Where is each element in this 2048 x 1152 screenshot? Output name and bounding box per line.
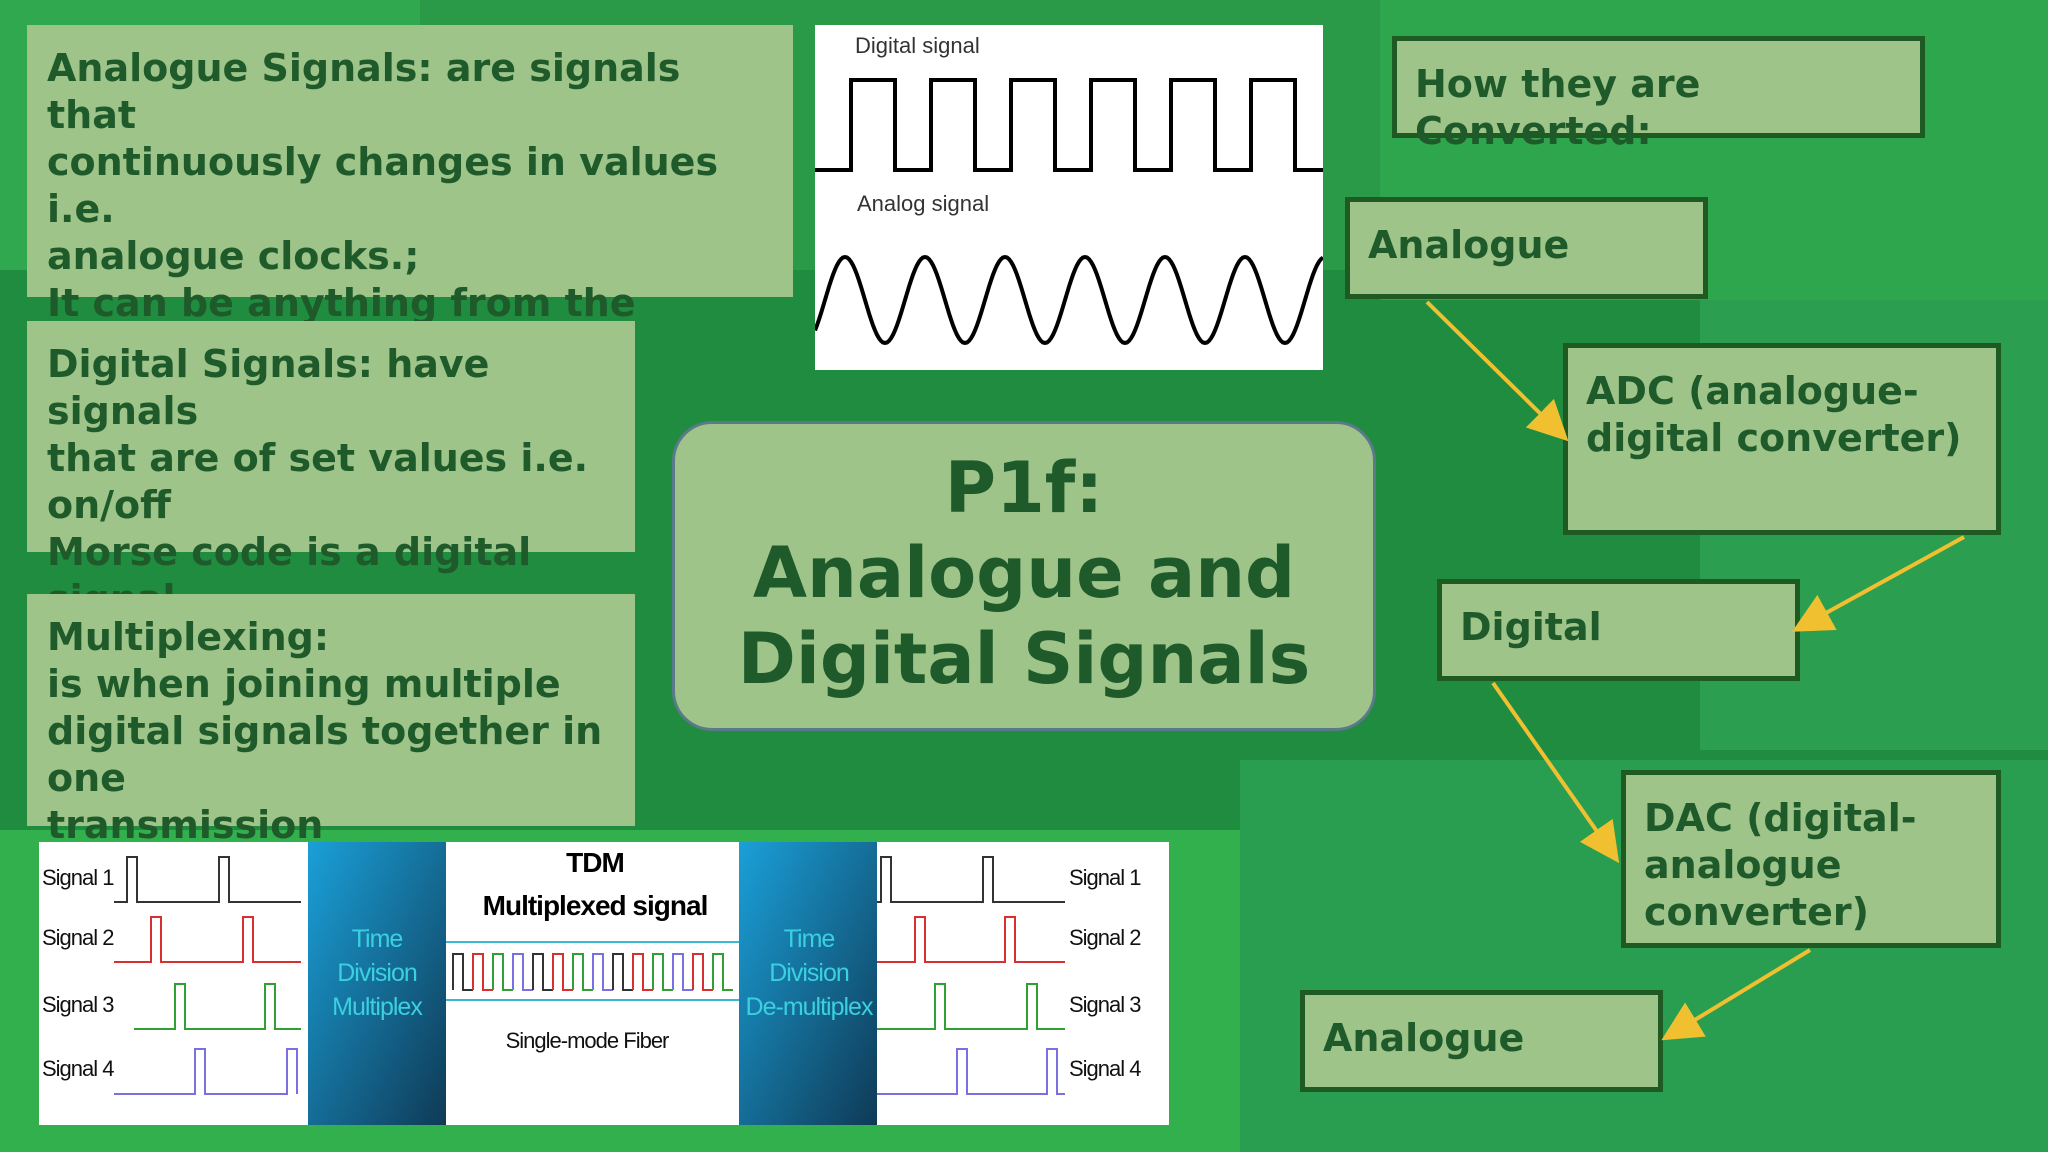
- digital-signal-label: Digital signal: [855, 33, 980, 58]
- flow-step-dac: DAC (digital- analogue converter): [1621, 770, 2001, 948]
- tdm-mux-pulse: [512, 953, 533, 991]
- tdm-subtitle: Multiplexed signal: [483, 890, 708, 921]
- tdm-mux-pulse: [612, 953, 633, 991]
- tdm-mux-pulse: [592, 953, 613, 991]
- tdm-right-signal-4-wave: [877, 1048, 1065, 1095]
- analog-waveform: [813, 254, 1325, 346]
- tdm-mux-block: [308, 842, 446, 1125]
- tdm-left-signal-2-label: Signal 2: [42, 925, 114, 950]
- tdm-mux-pulse: [692, 953, 713, 991]
- signals-image: Digital signal Analog signal: [813, 25, 1325, 370]
- tdm-right-signal-2-label: Signal 2: [1069, 925, 1141, 950]
- multiplexing-definition-box: Multiplexing: is when joining multiple d…: [27, 594, 635, 847]
- tdm-figure: Signal 1 Signal 2 Signal 3 Signal 4 Time…: [42, 842, 1142, 1125]
- title-text: Analogue and Digital Signals: [737, 532, 1311, 700]
- digital-definition-box: Digital Signals: have signals that are o…: [27, 321, 635, 621]
- tdm-mux-pulse: [672, 953, 693, 991]
- tdm-mux-pulse: [552, 953, 573, 991]
- tdm-left-signal-3-label: Signal 3: [42, 992, 114, 1017]
- tdm-right-signal-2-wave: [877, 916, 1065, 963]
- tdm-left-signal-4-wave: [114, 1048, 298, 1095]
- tdm-right-signal-1-label: Signal 1: [1069, 865, 1141, 890]
- flow-step-adc: ADC (analogue- digital converter): [1563, 343, 2001, 535]
- tdm-mux-pulse: [492, 953, 513, 991]
- tdm-title: TDM: [566, 847, 624, 878]
- tdm-mux-pulse: [452, 953, 473, 991]
- flow-step-analogue-output: Analogue: [1300, 990, 1663, 1092]
- tdm-mux-pulse: [712, 953, 733, 991]
- signals-figure: Digital signal Analog signal: [813, 33, 1325, 346]
- title-code: P1f:: [944, 447, 1104, 529]
- tdm-left-signal-3-wave: [134, 983, 301, 1030]
- tdm-right-signal-3-label: Signal 3: [1069, 992, 1141, 1017]
- tdm-mux-pulse: [532, 953, 553, 991]
- tdm-left-signal-2-wave: [114, 916, 301, 963]
- flow-step-digital: Digital: [1437, 579, 1800, 681]
- title-box: P1f: Analogue and Digital Signals: [672, 421, 1376, 731]
- tdm-right-signal-3-wave: [877, 983, 1065, 1030]
- tdm-mux-pulse: [652, 953, 673, 991]
- analogue-definition-box: Analogue Signals: are signals that conti…: [27, 25, 793, 419]
- tdm-fiber-label: Single-mode Fiber: [506, 1028, 669, 1053]
- tdm-left-signal-4-label: Signal 4: [42, 1056, 114, 1081]
- tdm-left-signal-1-label: Signal 1: [42, 865, 114, 890]
- tdm-demux-block: [739, 842, 877, 1125]
- flow-step-analogue-input: Analogue: [1345, 197, 1708, 299]
- tdm-image: Signal 1 Signal 2 Signal 3 Signal 4 Time…: [39, 842, 1169, 1125]
- tdm-mux-pulse: [572, 953, 593, 991]
- tdm-multiplexed-pulses: [452, 953, 733, 991]
- tdm-mux-pulse: [632, 953, 653, 991]
- tdm-right-signal-1-wave: [877, 856, 1065, 903]
- flow-header: How they are Converted:: [1392, 36, 1925, 153]
- digital-waveform: [815, 78, 1323, 172]
- tdm-right-signal-4-label: Signal 4: [1069, 1056, 1141, 1081]
- tdm-mux-pulse: [472, 953, 493, 991]
- analog-signal-label: Analog signal: [857, 191, 989, 216]
- tdm-left-signal-1-wave: [114, 856, 301, 903]
